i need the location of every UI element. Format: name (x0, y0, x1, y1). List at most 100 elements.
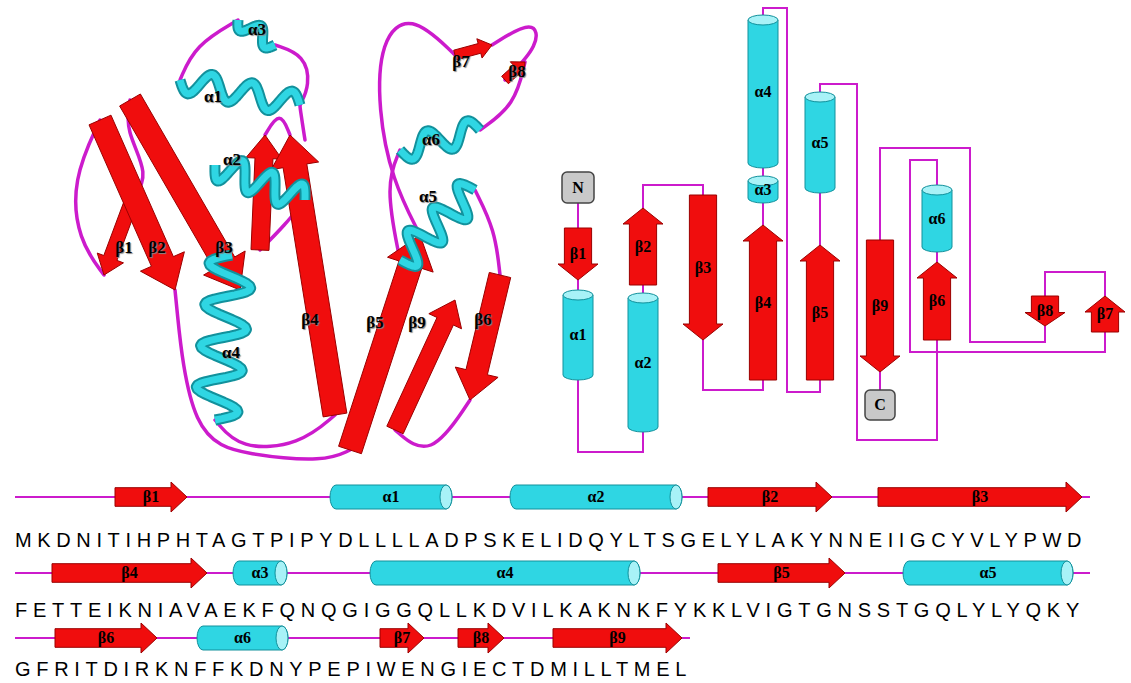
element-label: α5 (980, 565, 997, 581)
element-label: N (572, 180, 584, 196)
element-label: α5 (812, 135, 829, 151)
helix-cylinder: α5 (903, 561, 1073, 585)
helix-cylinder: α2 (628, 293, 658, 432)
shape-fill (917, 262, 957, 340)
shape-fill (440, 485, 452, 509)
structure-label: α5 (419, 187, 437, 207)
shape-fill (197, 626, 288, 650)
beta-strand (271, 135, 347, 417)
topology-connector (936, 252, 938, 262)
shape-fill (55, 623, 157, 653)
helix-cylinder: α1 (330, 485, 452, 509)
element-label: β9 (872, 298, 888, 314)
topology-connector (577, 280, 579, 290)
helix-edge (400, 121, 480, 159)
element-label: β9 (609, 630, 625, 646)
structure-label: α4 (222, 343, 240, 363)
topology-connector (642, 285, 644, 293)
shape-fill (1061, 561, 1073, 585)
shape-fill (670, 485, 682, 509)
helix-cylinder: α2 (510, 485, 682, 509)
beta-strand (387, 300, 462, 434)
strand-arrow: β8 (458, 623, 504, 653)
strand-arrow: β4 (743, 225, 783, 380)
beta-strand (455, 272, 510, 400)
shape-fill (623, 208, 663, 285)
sequence-row: GFRITDIRKNFFKDNYPEPIWENGIECTDMILLTMEL (15, 657, 692, 681)
shape-fill (628, 293, 658, 303)
element-label: C (874, 397, 886, 413)
shape-fill (558, 228, 598, 280)
topology-connector (820, 84, 937, 440)
coil-loop (300, 105, 305, 140)
shape-fill (275, 561, 287, 585)
element-label: β1 (570, 246, 586, 262)
shape-fill (903, 561, 1073, 585)
structure-label: β4 (301, 310, 318, 330)
shape-fill (922, 190, 952, 252)
topology-connector (910, 160, 1105, 352)
topology-connector (1045, 272, 1105, 296)
element-label: α6 (929, 211, 946, 227)
shape-fill (743, 225, 783, 380)
shape-fill (805, 92, 835, 102)
shape-fill (718, 558, 845, 588)
element-label: β8 (1037, 303, 1053, 319)
shape-fill (628, 298, 658, 432)
shape-fill (563, 295, 593, 380)
element-label: β7 (394, 630, 410, 646)
element-label: α3 (252, 565, 269, 581)
shape-fill (708, 482, 832, 512)
strand-arrow: β7 (1085, 296, 1125, 332)
sequence-row: FETTEIKNIAVAEKFQNQGIGGQLLKDVILKAKNKFYKKL… (15, 598, 1085, 622)
shape-fill (510, 485, 682, 509)
element-label: β3 (972, 489, 988, 505)
topology-connector (577, 203, 579, 228)
element-label: β3 (695, 260, 711, 276)
element-label: β4 (755, 295, 771, 311)
shape-fill (748, 15, 778, 25)
alpha-helix (196, 255, 250, 420)
strand-arrow: β9 (553, 623, 682, 653)
structure-label: β1 (115, 238, 132, 258)
shape-fill (800, 245, 840, 380)
coil-loop (480, 62, 525, 130)
strand-arrow: β1 (115, 482, 187, 512)
terminus-box: C (865, 390, 895, 420)
element-label: β7 (1097, 306, 1113, 322)
shape-fill (878, 482, 1082, 512)
topology-connector (762, 168, 764, 176)
shape-fill (563, 290, 593, 300)
helix-body (180, 75, 300, 111)
helix-edge (196, 255, 250, 420)
helix-cylinder: α5 (805, 92, 835, 193)
shape-fill (805, 97, 835, 193)
shape-fill (748, 20, 778, 168)
shape-fill (458, 623, 504, 653)
strand-arrow: β2 (623, 208, 663, 285)
strand-arrow: β5 (718, 558, 845, 588)
alpha-helix (180, 75, 300, 111)
element-label: β5 (773, 565, 789, 581)
element-label: α6 (234, 630, 251, 646)
strand-arrow: β3 (878, 482, 1082, 512)
structure-label: β8 (508, 62, 525, 82)
shape-fill (628, 561, 640, 585)
element-label: α2 (588, 489, 605, 505)
coil-loop (265, 118, 290, 135)
helix-cylinder: α4 (370, 561, 640, 585)
shape-fill (553, 623, 682, 653)
element-label: α1 (570, 327, 587, 343)
shape-fill (115, 482, 187, 512)
shape-fill (370, 561, 640, 585)
topology-connector (762, 203, 764, 225)
strand-arrow: β7 (380, 623, 424, 653)
beta-strand (502, 62, 525, 84)
element-label: α3 (755, 182, 772, 198)
helix-cylinder: α3 (748, 176, 778, 203)
terminus-box: N (562, 172, 594, 203)
structure-label: β2 (148, 238, 165, 258)
element-label: β6 (98, 630, 114, 646)
helix-edge (180, 75, 300, 111)
shape-fill (865, 390, 895, 420)
